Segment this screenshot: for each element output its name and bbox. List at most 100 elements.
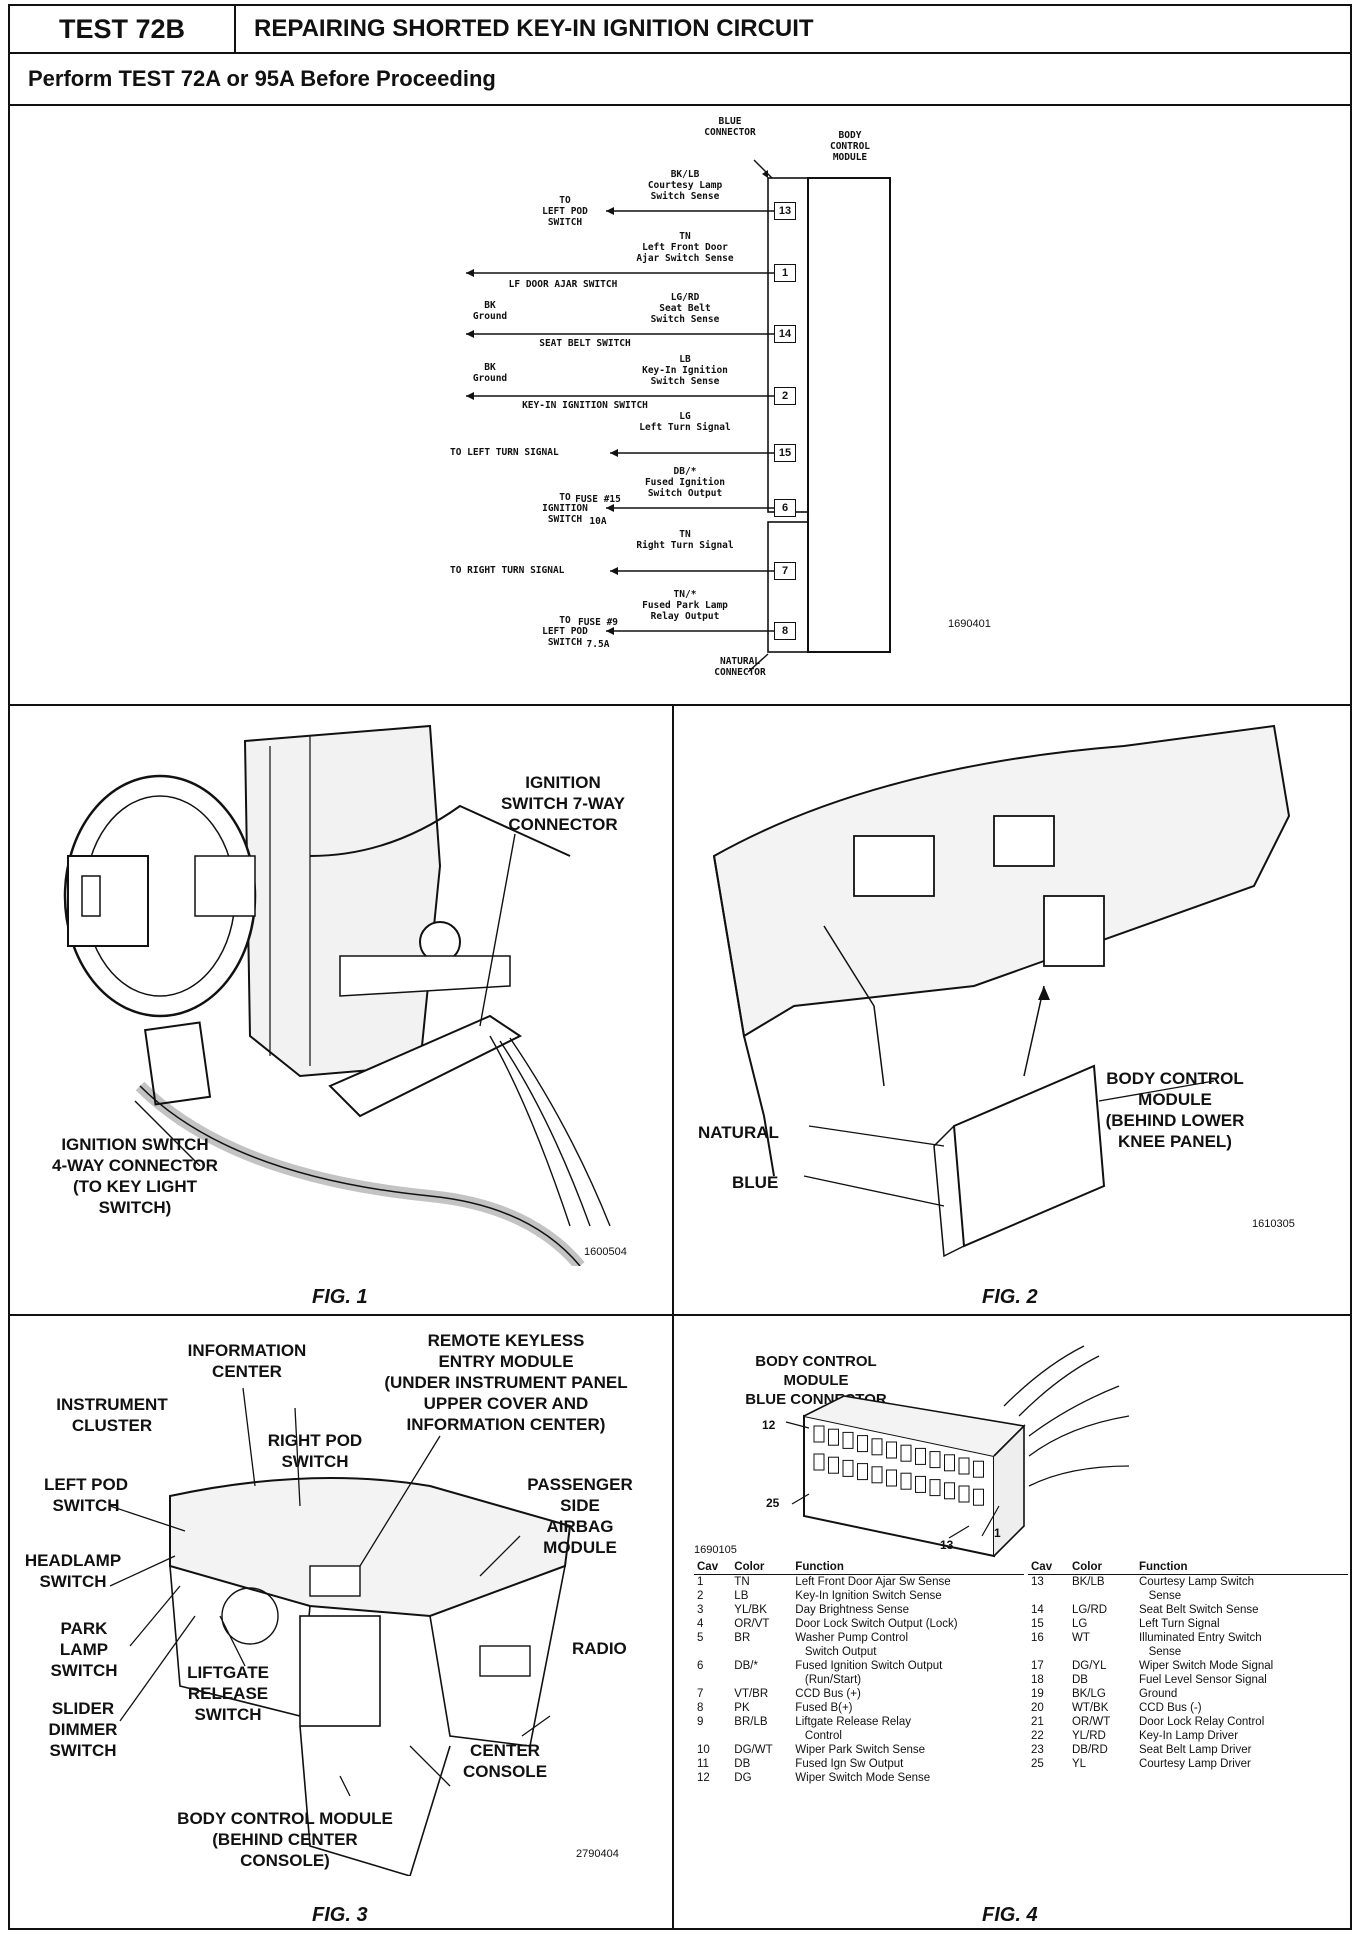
wire-label: TN Right Turn Signal — [636, 529, 734, 551]
connector-cavity — [915, 1447, 926, 1465]
function-cell: Fuel Level Sensor Signal — [1138, 1674, 1267, 1686]
connector-cavity — [900, 1472, 912, 1490]
connector-cavity — [915, 1475, 926, 1493]
destination-label: TO LEFT TURN SIGNAL — [450, 447, 559, 458]
function-cell: Door Lock Switch Output (Lock) — [795, 1618, 958, 1630]
destination-label: SEAT BELT SWITCH — [539, 338, 631, 349]
destination-label: KEY-IN IGNITION SWITCH — [522, 400, 648, 411]
col-cav: Cav — [694, 1560, 732, 1575]
schematic-drawing — [466, 159, 891, 673]
fig2-bcm-label: BODY CONTROL MODULE (BEHIND LOWER KNEE P… — [1105, 1069, 1245, 1151]
color-cell: BK/LG — [1071, 1688, 1106, 1700]
blue-connector-label: BLUE CONNECTOR — [690, 116, 770, 138]
natural-connector-label: NATURAL CONNECTOR — [700, 656, 780, 678]
col-color: Color — [1068, 1560, 1136, 1575]
fig3-park-lamp-label: PARK LAMP SWITCH — [50, 1619, 118, 1680]
cav-cell: 13 — [1031, 1576, 1044, 1588]
cav-cell: 11 — [697, 1758, 709, 1770]
function-cell: Left Front Door Ajar Sw Sense — [795, 1576, 951, 1588]
fig1-ignition-switch-drawing — [63, 724, 611, 1266]
function-cell: Courtesy Lamp Driver — [1138, 1758, 1251, 1770]
color-cell: BK/LB — [1071, 1576, 1105, 1588]
wire-arrow — [466, 392, 474, 400]
function-cell: CCD Bus (+) — [795, 1688, 861, 1700]
color-cell: LG — [1071, 1618, 1088, 1630]
test-number: TEST 72B — [10, 6, 236, 52]
fig4-pin1: 1 — [994, 1526, 1001, 1540]
cav-cell: 19 — [1031, 1688, 1044, 1700]
cav-cell: 18 — [1031, 1674, 1044, 1686]
function-cell: CCD Bus (-) — [1138, 1702, 1202, 1714]
col-function: Function — [792, 1560, 1024, 1575]
cav-cell: 23 — [1031, 1744, 1044, 1756]
fig2-natural-label: NATURAL — [698, 1123, 779, 1142]
destination-label: TO LEFT POD SWITCH — [542, 195, 588, 228]
col-cav: Cav — [1028, 1560, 1069, 1575]
fig3-center-console-label: CENTER CONSOLE — [462, 1741, 548, 1781]
wire-arrow — [610, 449, 618, 457]
connector-cavity — [900, 1444, 912, 1462]
wire-label: TN/* Fused Park Lamp Relay Output — [642, 589, 728, 622]
destination-label: TO LEFT POD SWITCH — [542, 615, 588, 648]
connector-cavity — [973, 1460, 984, 1478]
color-cell: BR/LB — [734, 1716, 768, 1728]
function-cell: Seat Belt Switch Sense — [1138, 1604, 1259, 1616]
fig4-pin25: 25 — [766, 1496, 780, 1510]
color-cell: DB — [1071, 1674, 1088, 1686]
fig1-4way-label: IGNITION SWITCH 4-WAY CONNECTOR (TO KEY … — [52, 1135, 218, 1217]
cav-cell: 10 — [697, 1744, 710, 1756]
wire-arrow — [466, 330, 474, 338]
pin-15: 15 — [774, 444, 796, 462]
connector-cavity — [944, 1454, 955, 1472]
color-cell: DG — [734, 1772, 752, 1784]
connector-cavity — [944, 1482, 955, 1500]
cav-cell: 17 — [1031, 1660, 1044, 1672]
fig3-headlamp-label: HEADLAMP SWITCH — [24, 1551, 122, 1591]
fig2-ref: 1610305 — [1252, 1218, 1295, 1230]
connector-cavity — [857, 1463, 868, 1481]
connector-cavity — [828, 1456, 839, 1474]
natural-connector-text: NATURAL CONNECTOR — [714, 656, 766, 678]
fuse-label: FUSE #9 — [577, 617, 619, 628]
wire-label: LG Left Turn Signal — [639, 411, 731, 433]
function-cell: Left Turn Signal — [1138, 1618, 1220, 1630]
connector-cavity — [886, 1441, 897, 1459]
connector-cavity — [871, 1466, 883, 1484]
connector-cavity — [813, 1453, 825, 1471]
wire-lines — [466, 207, 774, 635]
divider — [672, 706, 674, 1316]
ground-label: BK Ground — [472, 362, 508, 384]
divider — [672, 1316, 674, 1928]
function-cell: Liftgate Release Relay Control — [795, 1716, 912, 1742]
color-cell: BR — [734, 1632, 751, 1644]
color-cell: WT/BK — [1071, 1702, 1109, 1714]
wire-arrow — [466, 269, 474, 277]
cav-cell: 22 — [1031, 1730, 1044, 1742]
fig3-ref: 2790404 — [576, 1848, 619, 1860]
connector-cavity — [973, 1488, 984, 1506]
destination-label: LF DOOR AJAR SWITCH — [508, 279, 618, 290]
connector-cavity — [828, 1428, 839, 1446]
fig3-right-pod-label: RIGHT POD SWITCH — [267, 1431, 363, 1471]
connector-pins — [813, 1425, 984, 1506]
fuse-rating: 10A — [589, 516, 607, 527]
cav-cell: 12 — [697, 1772, 710, 1784]
fig2-dashboard-drawing — [712, 724, 1291, 1258]
connector-cavity — [958, 1457, 970, 1475]
connector-cavity — [842, 1431, 854, 1449]
cav-cell: 1 — [697, 1576, 704, 1588]
connector-cavity — [929, 1451, 941, 1469]
